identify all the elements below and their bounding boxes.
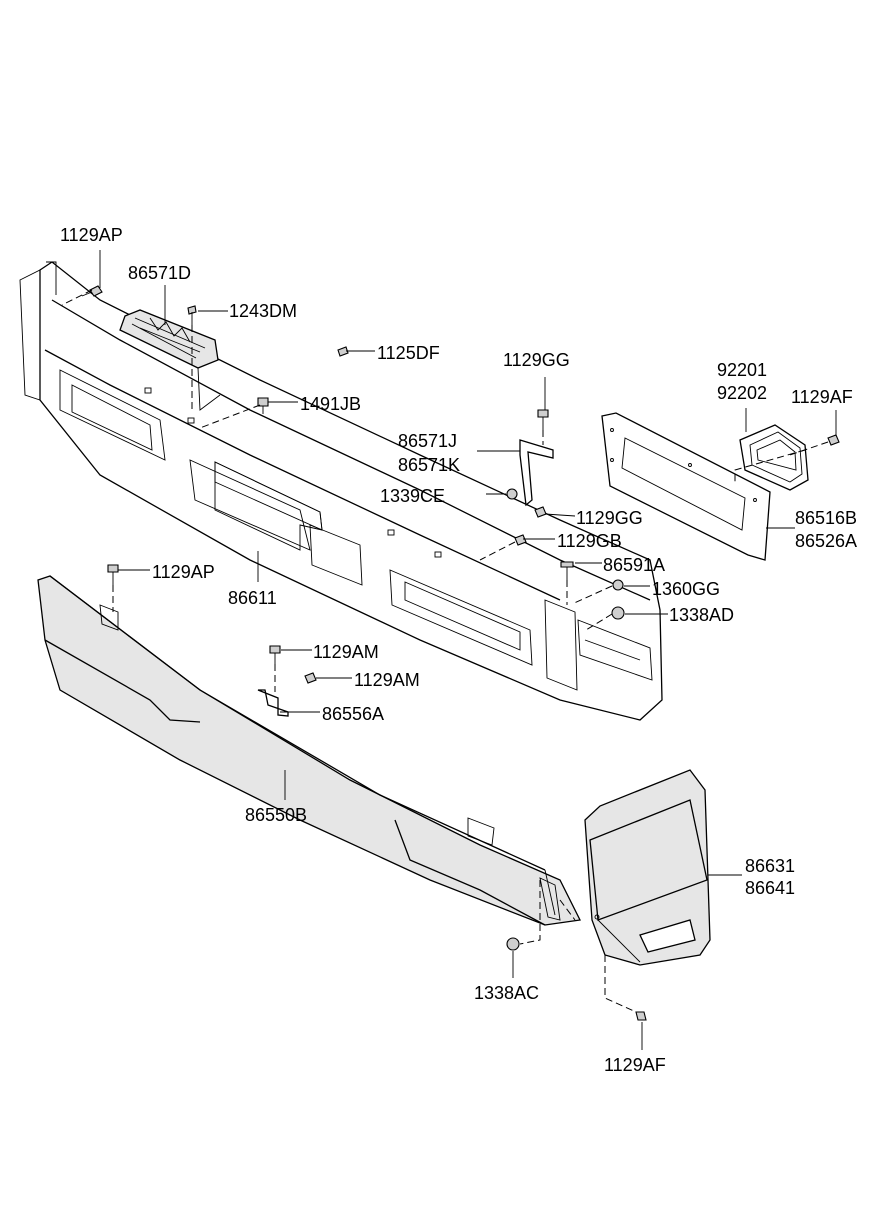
label-1129AM-a: 1129AM (313, 642, 379, 662)
label-1338AC: 1338AC (474, 983, 539, 1003)
label-1129GB: 1129GB (557, 531, 622, 551)
fastener-1129GG-top (537, 409, 549, 430)
label-1129AF-bot: 1129AF (604, 1055, 666, 1075)
nut-1338AC (506, 937, 520, 951)
label-86526A: 86526A (795, 531, 857, 551)
assembly-dashed-lines (61, 289, 829, 1013)
part-labels: 1129AP 86571D 1243DM 1125DF 1491JB 1129G… (60, 225, 857, 1075)
fog-lamp-92201 (739, 424, 809, 491)
bracket-86571J (519, 439, 554, 507)
label-1338AD: 1338AD (669, 605, 734, 625)
nut-1360GG (612, 579, 624, 591)
clip-86591A (560, 561, 574, 580)
label-1243DM: 1243DM (229, 301, 297, 321)
leader-lines (99, 250, 837, 1050)
fastener-1129GB (514, 534, 527, 546)
label-1129AF-top: 1129AF (791, 387, 853, 407)
label-1129GG-top: 1129GG (503, 350, 570, 370)
lower-bumper-86550B (37, 575, 581, 926)
fastener-1129AM-b (304, 672, 317, 684)
label-86591A: 86591A (603, 555, 665, 575)
label-86571D: 86571D (128, 263, 191, 283)
nut-1338AD (611, 606, 625, 620)
label-86631: 86631 (745, 856, 795, 876)
label-92202: 92202 (717, 383, 767, 403)
fastener-1129AF-top (827, 434, 840, 446)
label-1129AM-b: 1129AM (354, 670, 420, 690)
label-1129GG-mid: 1129GG (576, 508, 643, 528)
label-86571J: 86571J (398, 431, 457, 451)
label-86641: 86641 (745, 878, 795, 898)
part-86571D (119, 309, 221, 411)
label-86516B: 86516B (795, 508, 857, 528)
fastener-1125DF (337, 346, 349, 357)
fastener-1129AP-left (107, 564, 119, 585)
label-1339CE: 1339CE (380, 486, 445, 506)
label-92201: 92201 (717, 360, 767, 380)
fastener-1491JB (257, 397, 269, 414)
label-1360GG: 1360GG (652, 579, 720, 599)
label-1129AP-left: 1129AP (152, 562, 215, 582)
label-86550B: 86550B (245, 805, 307, 825)
label-86611: 86611 (228, 588, 277, 608)
label-86571K: 86571K (398, 455, 460, 475)
fastener-1129AF-bot (635, 1011, 647, 1021)
label-1129AP-top: 1129AP (60, 225, 123, 245)
license-bracket (214, 461, 323, 551)
fastener-1129AM-a (269, 645, 281, 664)
bracket-86516B (601, 412, 771, 561)
bracket-86556A (257, 689, 289, 717)
fastener-1129AP-top (81, 285, 103, 297)
label-1491JB: 1491JB (300, 394, 361, 414)
nut-1339CE (506, 488, 518, 500)
bumper-corner-86631 (584, 769, 711, 966)
fastener-1243DM (187, 305, 197, 325)
label-1125DF: 1125DF (377, 343, 440, 363)
label-86556A: 86556A (322, 704, 384, 724)
